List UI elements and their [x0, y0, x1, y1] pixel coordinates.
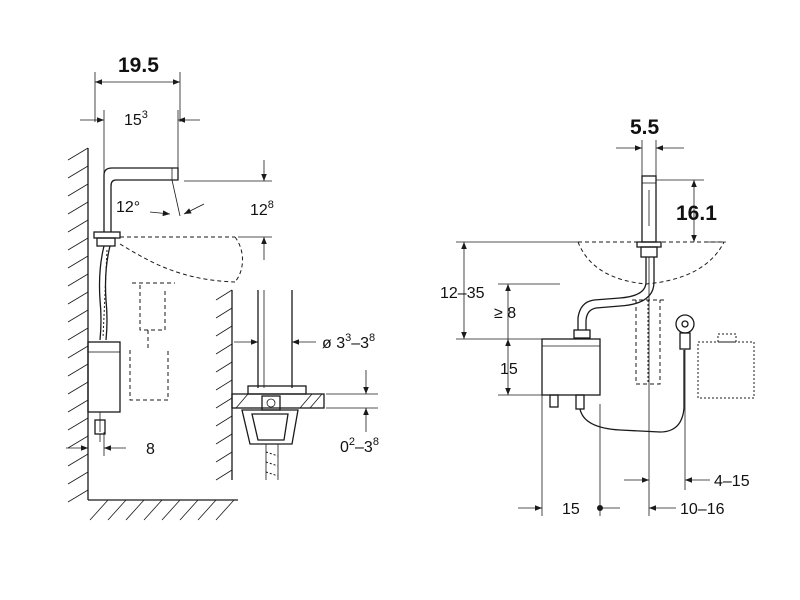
faucet-side-profile — [93, 167, 179, 247]
spout-reach-label: 153 — [124, 109, 148, 129]
dim-box-drop: 12–35 — [440, 241, 578, 340]
dim-min-clearance: ≥ 8 — [494, 283, 560, 339]
hole-diameter-label: ø 33–38 — [322, 332, 375, 352]
dim-box-offset: 8 — [66, 432, 155, 458]
detail-wall-hatch — [215, 289, 233, 481]
hose-right — [573, 257, 655, 339]
box-drop-label: 12–35 — [440, 285, 485, 302]
hose-left — [98, 245, 111, 341]
width-total-label: 19.5 — [118, 54, 159, 77]
min-clearance-label: ≥ 8 — [494, 305, 516, 322]
dim-spout-width: 5.5 — [616, 116, 684, 176]
dim-bottom-offsets: 15 10–16 4–15 — [518, 257, 750, 518]
faucet-front — [636, 175, 662, 258]
dim-width-total: 19.5 — [94, 54, 181, 122]
box-height-label: 15 — [500, 361, 518, 378]
spout-offset-label: 10–16 — [680, 501, 725, 518]
right-front-view: 5.5 16.1 12–35 ≥ 8 15 — [440, 116, 755, 518]
control-box-left — [87, 341, 121, 442]
dim-box-height: 15 — [498, 339, 542, 396]
spout-height-label: 128 — [250, 199, 274, 219]
deck-thickness-label: 02–38 — [340, 436, 379, 456]
dim-spout-height: 128 — [184, 160, 274, 260]
dim-spout-height-right: 16.1 — [656, 179, 726, 243]
dim-spout-reach: 153 — [80, 109, 200, 232]
detail-faucet-body — [247, 290, 307, 395]
dim-hole-diameter: ø 33–38 — [234, 332, 375, 352]
wall-hatching — [67, 147, 238, 521]
spout-angle-label: 12° — [116, 199, 140, 216]
deck-mount-detail: ø 33–38 02–38 — [215, 289, 379, 481]
dim-spout-angle: 12° — [116, 179, 205, 217]
valve-and-transformer — [675, 314, 755, 399]
sink-outline-left — [119, 236, 243, 401]
box-offset-label: 8 — [146, 441, 155, 458]
spout-height-right-label: 16.1 — [676, 202, 717, 225]
adapter-offset-label: 4–15 — [714, 473, 750, 490]
deck-plate — [231, 393, 325, 480]
dim-deck-thickness: 02–38 — [326, 370, 379, 456]
spout-width-label: 5.5 — [630, 116, 660, 139]
control-box-right — [541, 338, 685, 433]
box-offset-right-label: 15 — [562, 501, 580, 518]
left-elevation-view: 19.5 153 12° 128 — [66, 54, 274, 521]
